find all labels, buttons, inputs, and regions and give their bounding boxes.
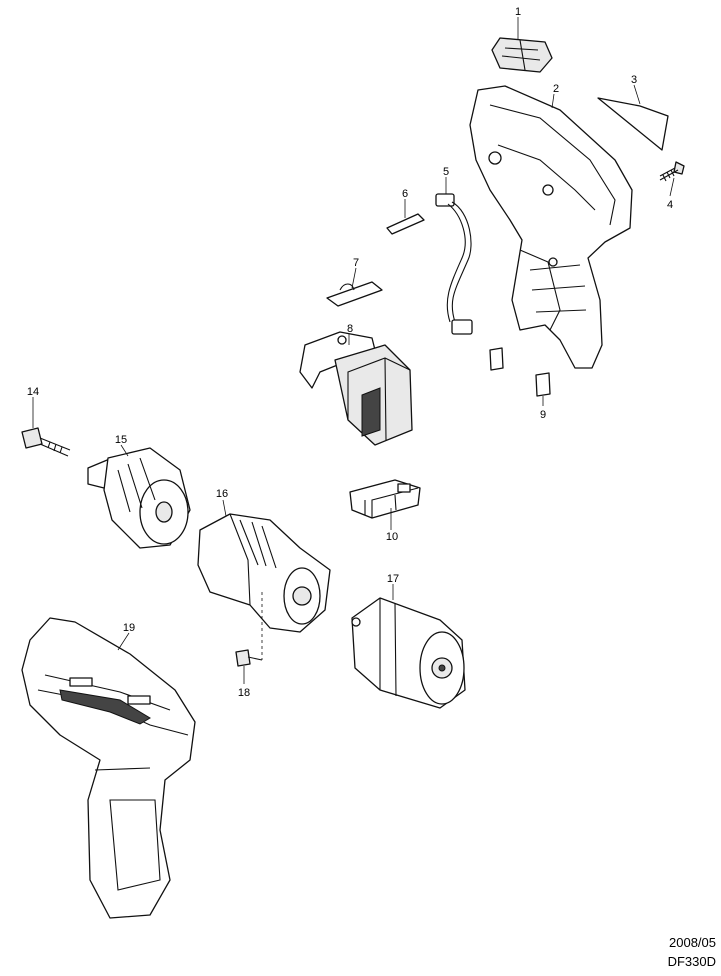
label-part-10: 10 <box>386 531 398 543</box>
part-4-screw <box>659 161 685 182</box>
part-6-clip <box>386 213 425 235</box>
part-17-motor <box>351 597 466 709</box>
label-part-6: 6 <box>402 188 408 200</box>
part-14-screw <box>21 427 71 457</box>
part-10-terminal <box>349 479 421 519</box>
part-19-housing <box>21 617 196 919</box>
part-5-lead-wire <box>435 193 473 335</box>
footer-date: 2008/05 <box>669 935 716 950</box>
part-16-gear-assembly <box>197 513 331 660</box>
label-part-2: 2 <box>553 83 559 95</box>
label-part-17: 17 <box>387 573 399 585</box>
label-part-16: 16 <box>216 488 228 500</box>
label-part-7: 7 <box>353 257 359 269</box>
label-part-8: 8 <box>347 323 353 335</box>
part-9-brackets <box>489 347 551 397</box>
part-2-housing <box>469 85 633 369</box>
label-part-5: 5 <box>443 166 449 178</box>
label-part-1: 1 <box>515 6 521 18</box>
part-1-switch-cover <box>491 37 553 73</box>
label-part-3: 3 <box>631 74 637 86</box>
label-part-19: 19 <box>123 622 135 634</box>
label-part-14: 14 <box>27 386 39 398</box>
footer-model: DF330D <box>668 954 716 969</box>
label-part-18: 18 <box>238 687 250 699</box>
part-15-drill-chuck <box>87 447 191 549</box>
label-part-4: 4 <box>667 199 673 211</box>
part-7-plate <box>326 281 383 307</box>
part-3-label <box>597 97 669 151</box>
label-part-9: 9 <box>540 409 546 421</box>
label-part-15: 15 <box>115 434 127 446</box>
part-8-switch <box>299 331 413 446</box>
part-18-screw <box>235 649 263 667</box>
